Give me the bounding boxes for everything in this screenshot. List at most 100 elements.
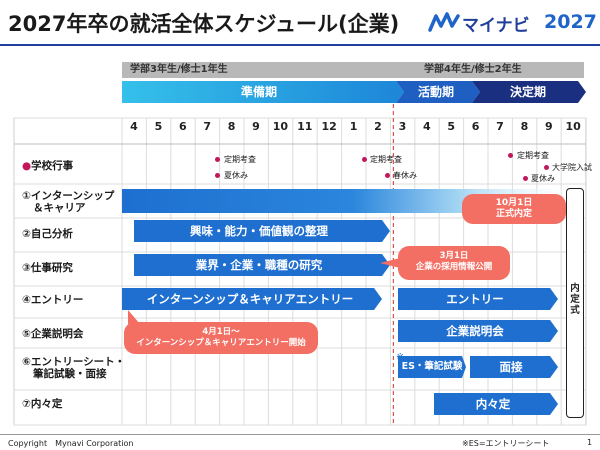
phase-band xyxy=(122,81,586,103)
event-dot xyxy=(385,173,390,178)
month-label: 12 xyxy=(321,120,337,133)
phase-prep-shape xyxy=(122,81,404,103)
bar-intern-entry-shape xyxy=(122,288,382,310)
month-label: 5 xyxy=(447,120,456,133)
year-bar-junior-label: 学部3年生/修士1年生 xyxy=(130,64,228,75)
mynavi-logo: マイナビ 2027 xyxy=(428,8,597,38)
row-text-school: 学校行事 xyxy=(31,160,74,172)
title-divider xyxy=(0,44,600,46)
event-grad-exam: 大学院入試 xyxy=(552,163,592,172)
phase-decision-label: 決定期 xyxy=(509,85,546,99)
row-num-es: ⑥ xyxy=(22,356,31,368)
row-label-school: ●学校行事 xyxy=(22,160,73,172)
phase-prep-label: 準備期 xyxy=(240,85,277,99)
event-summer-1: 夏休み xyxy=(224,171,248,180)
month-label: 4 xyxy=(130,120,138,133)
bar-offer-shape xyxy=(434,393,558,415)
phase-active-label: 活動期 xyxy=(417,85,454,99)
bar-industry-research: 業界・企業・職種の研究 xyxy=(195,258,323,272)
callout-info-release-text: 企業の採用情報公開 xyxy=(415,262,493,272)
event-exam-1: 定期考査 xyxy=(224,155,256,164)
event-dot xyxy=(544,165,549,170)
row-label-es: ⑥エントリーシート・ 筆記試験・面接 xyxy=(22,356,125,380)
callout-info-release-tail xyxy=(380,258,400,268)
row-label-industry: ③仕事研究 xyxy=(22,262,73,274)
row-num-entry: ④ xyxy=(22,294,31,306)
row-text-es-1: エントリーシート・ xyxy=(30,356,126,368)
bar-offer: 内々定 xyxy=(475,397,511,411)
month-label: 10 xyxy=(272,120,289,133)
event-dot xyxy=(215,157,220,162)
page-title: 2027年卒の就活全体スケジュール(企業) xyxy=(8,12,400,36)
bar-interview-shape xyxy=(470,356,558,378)
callout-info-release-date: 3月1日 xyxy=(439,251,469,261)
event-exam-3: 定期考査 xyxy=(517,151,549,160)
month-label: 6 xyxy=(178,120,187,133)
month-label: 4 xyxy=(422,120,431,133)
callout-internship-start-text: インターンシップ＆キャリアエントリー開始 xyxy=(136,338,306,348)
bar-self-analysis: 興味・能力・価値観の整理 xyxy=(190,224,328,238)
row-text-entry: エントリー xyxy=(30,294,84,306)
callout-formal-offer-tail xyxy=(540,210,566,220)
callout-info-release: 3月1日 企業の採用情報公開 xyxy=(398,246,510,280)
month-label: 2 xyxy=(374,120,382,133)
year-bar-senior-label: 学部4年生/修士2年生 xyxy=(424,64,522,75)
month-label: 8 xyxy=(520,120,529,133)
month-label: 6 xyxy=(471,120,480,133)
bar-interview: 面接 xyxy=(499,360,523,374)
callout-formal-offer: 10月1日 正式内定 xyxy=(462,194,566,224)
row-num-internship: ① xyxy=(22,190,31,202)
row-label-offer: ⑦内々定 xyxy=(22,398,62,410)
callout-formal-offer-text: 正式内定 xyxy=(495,209,532,219)
phase-active-shape xyxy=(396,81,480,103)
bar-entry-shape xyxy=(398,288,558,310)
month-label: 8 xyxy=(227,120,236,133)
month-label: 5 xyxy=(154,120,163,133)
month-label: 9 xyxy=(544,120,553,133)
row-label-entry: ④エントリー xyxy=(22,294,83,306)
row-label-internship: ①インターンシップ ＆キャリア xyxy=(22,190,114,214)
month-label: 7 xyxy=(496,120,504,133)
bar-seminar: 企業説明会 xyxy=(446,324,504,338)
footer-es-note: ※ES=エントリーシート xyxy=(462,439,550,448)
row-label-seminar: ⑤企業説明会 xyxy=(22,328,83,340)
bar-industry-shape xyxy=(134,254,390,276)
phase-decision-shape xyxy=(472,81,586,103)
callout-formal-offer-date: 10月1日 xyxy=(495,198,533,208)
callout-internship-start-date: 4月1日～ xyxy=(202,327,240,337)
page-number: 1 xyxy=(587,438,593,447)
row-text-internship-2: ＆キャリア xyxy=(33,202,86,214)
month-label: 7 xyxy=(203,120,212,133)
month-label: 11 xyxy=(297,120,313,133)
bar-es-test: ES・筆記試験 xyxy=(401,361,463,372)
row-text-seminar: 企業説明会 xyxy=(30,328,84,340)
callout-internship-start: 4月1日～ インターンシップ＆キャリアエントリー開始 xyxy=(124,322,318,354)
formal-offer-ceremony: 内定式 xyxy=(566,188,584,418)
row-label-self: ②自己分析 xyxy=(22,228,73,240)
event-dot xyxy=(523,176,528,181)
event-summer-2: 夏休み xyxy=(531,174,555,183)
month-label: 1 xyxy=(349,120,358,133)
row-num-self: ② xyxy=(22,228,31,240)
month-label: 3 xyxy=(398,120,407,133)
logo-brand: マイナビ xyxy=(462,16,530,36)
footer-copyright: Copyright Mynavi Corporation xyxy=(8,439,134,448)
year-bar-junior: 学部3年生/修士1年生 xyxy=(122,62,402,78)
event-dot xyxy=(362,157,367,162)
row-text-offer: 内々定 xyxy=(30,398,63,410)
event-dot xyxy=(215,173,220,178)
mynavi-logo-icon xyxy=(428,12,460,32)
row-num-seminar: ⑤ xyxy=(22,328,31,340)
bar-seminar-shape xyxy=(398,320,558,342)
bar-es-shape xyxy=(398,356,466,378)
bar-self-shape xyxy=(134,220,390,242)
row-num-industry: ③ xyxy=(22,262,31,274)
event-exam-2: 定期考査 xyxy=(370,155,402,164)
bar-internship-entry: インターンシップ＆キャリアエントリー xyxy=(146,292,354,306)
year-bar-senior: 学部4年生/修士2年生 xyxy=(396,62,584,78)
row-text-industry: 仕事研究 xyxy=(30,262,73,274)
es-footnote-mark: ※ xyxy=(396,352,405,363)
bar-entry: エントリー xyxy=(446,292,504,306)
row-num-school: ● xyxy=(22,160,32,172)
